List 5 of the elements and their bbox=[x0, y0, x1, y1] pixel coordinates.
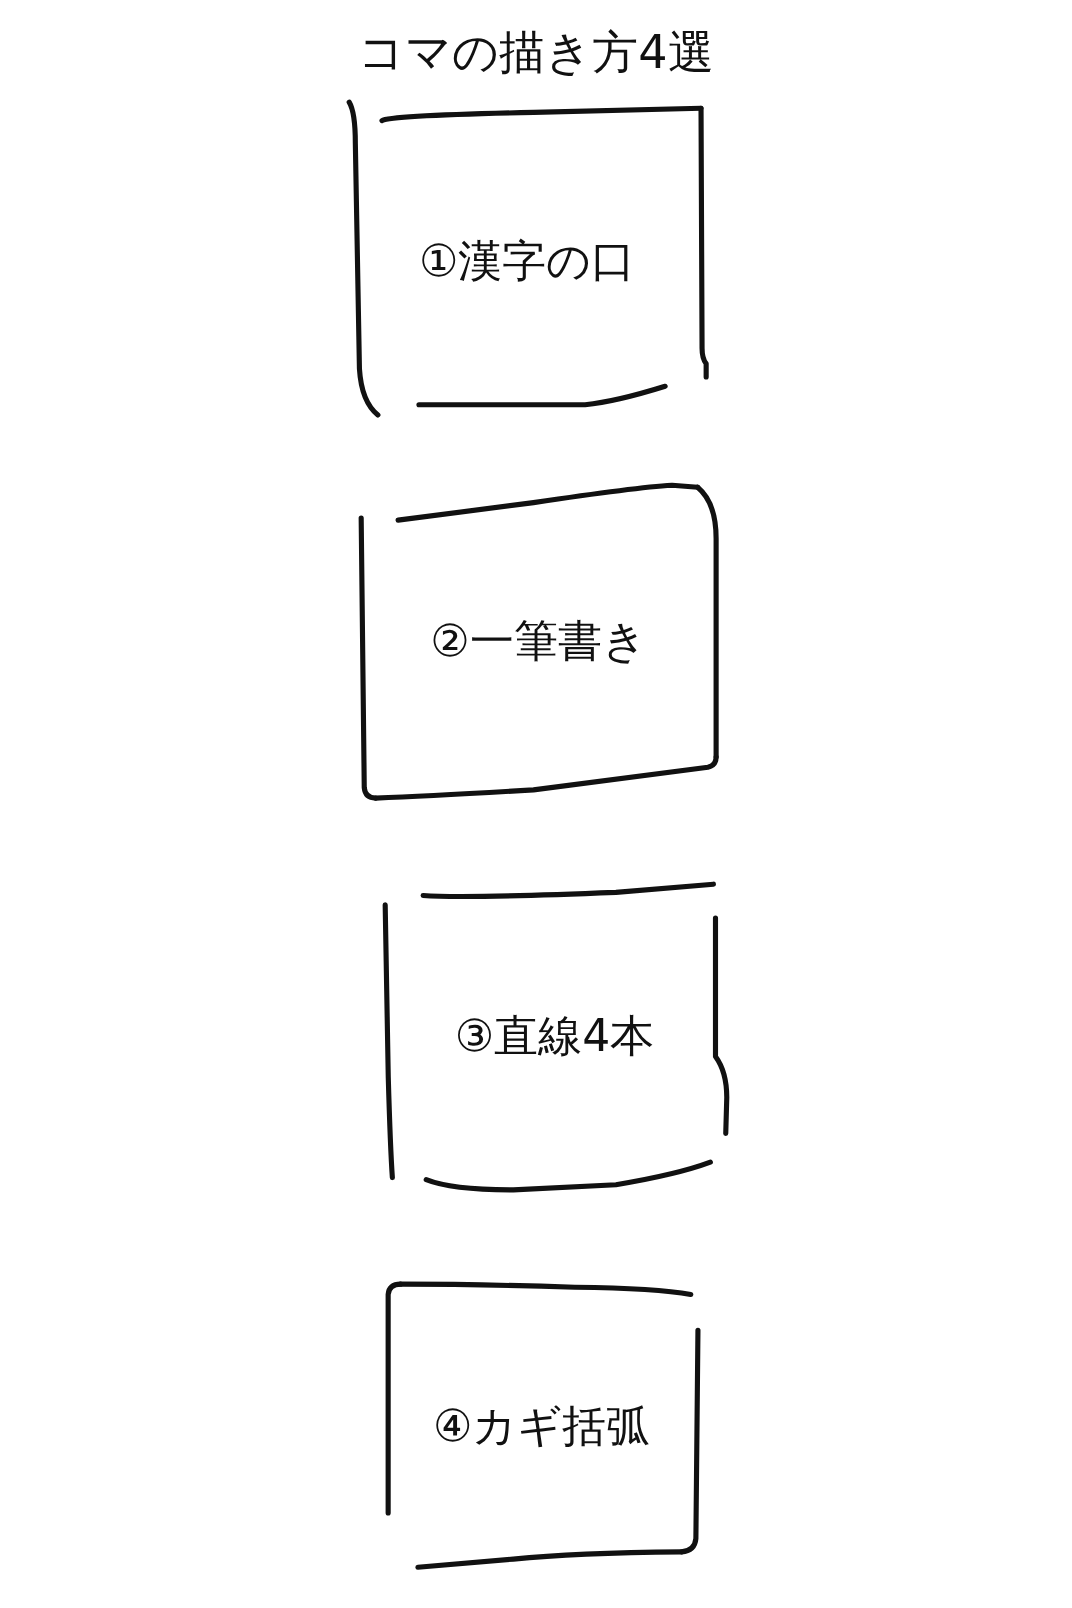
panel-label: ③直線4本 bbox=[454, 1008, 655, 1063]
panel-label: ②一筆書き bbox=[430, 613, 647, 668]
panel-label: ①漢字の口 bbox=[419, 233, 636, 288]
title: コマの描き方4選 bbox=[358, 24, 714, 81]
panel-label: ④カギ括弧 bbox=[432, 1398, 651, 1453]
